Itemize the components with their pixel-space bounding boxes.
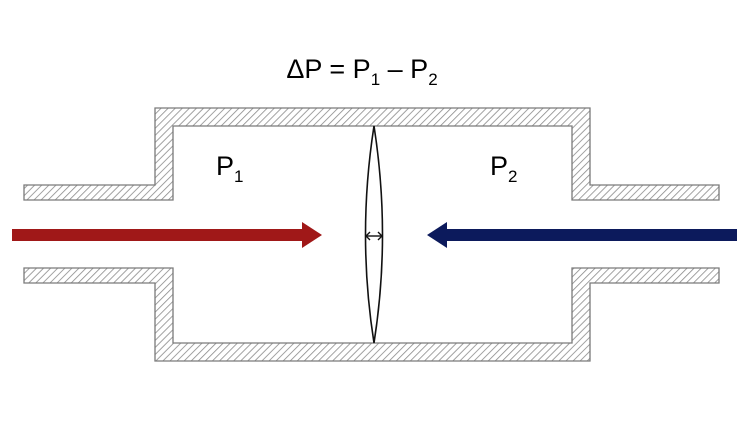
arrow-right-icon xyxy=(12,222,322,248)
top-wall xyxy=(23,107,720,201)
left-chamber-pressure-label: P1 xyxy=(216,151,243,186)
double-arrow-horizontal-icon xyxy=(365,231,383,241)
equation-middle: – P xyxy=(380,54,428,84)
equation-subscript-1: 1 xyxy=(371,70,380,89)
pressure-difference-equation: ΔP = P1 – P2 xyxy=(286,54,437,89)
chamber-walls xyxy=(23,107,720,362)
right-chamber-pressure-label: P2 xyxy=(490,151,517,186)
membrane xyxy=(364,125,384,344)
arrow-left-icon xyxy=(427,222,737,248)
equation-prefix: ΔP = P xyxy=(286,54,370,84)
bottom-wall xyxy=(23,267,720,362)
equation-subscript-2: 2 xyxy=(428,70,437,89)
